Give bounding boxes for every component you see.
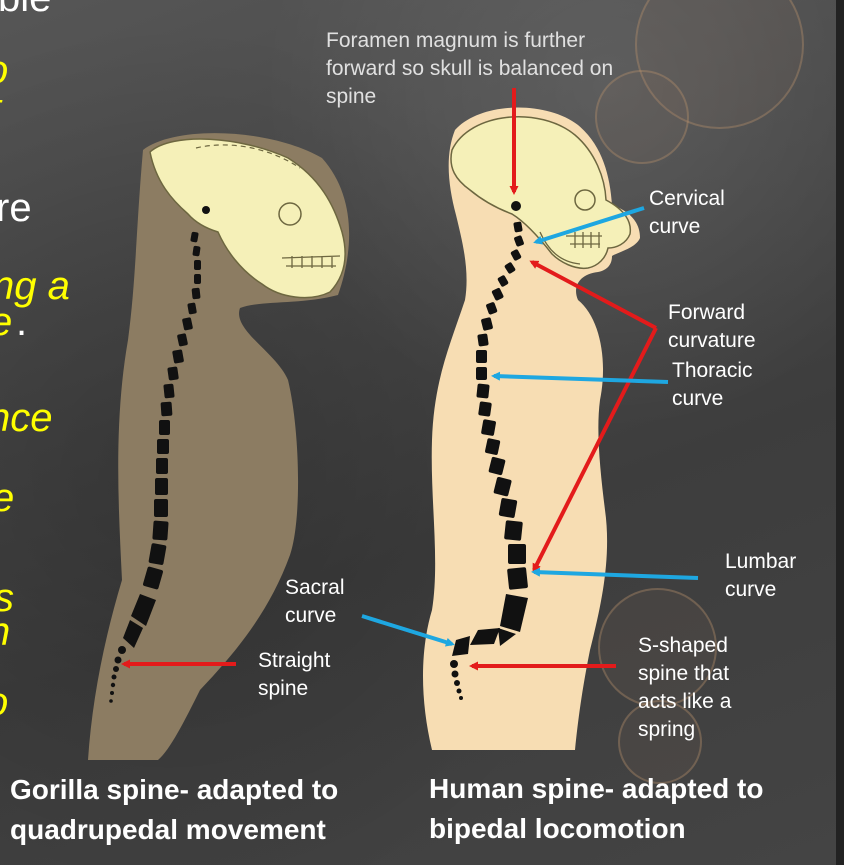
forward-curvature-arrow-upper xyxy=(529,260,657,330)
sacral-curve-arrow xyxy=(361,614,455,647)
slide-text-fragment: . xyxy=(16,300,28,344)
bokeh-circle xyxy=(595,70,689,164)
slide-text-fragment: t xyxy=(0,88,1,128)
human-skull xyxy=(450,116,632,270)
human-eye-socket xyxy=(574,189,596,211)
cervical-curve-arrow xyxy=(533,206,645,245)
s-shaped-spine-label: S-shaped spine that acts like a spring xyxy=(638,634,732,741)
bokeh-circle xyxy=(598,588,717,707)
slide-text-fragment: s xyxy=(0,578,14,618)
foramen-magnum-label: Foramen magnum is further forward so sku… xyxy=(326,29,614,108)
bokeh-circle xyxy=(618,700,702,784)
sacral-curve-label: Sacral curve xyxy=(285,576,345,627)
slide-text-fragment: re xyxy=(0,186,32,230)
human-caption: Human spine- adapted to bipedal locomoti… xyxy=(429,773,764,844)
forward-curvature-label: Forward curvature xyxy=(668,301,756,352)
straight-spine-label: Straight spine xyxy=(258,649,331,700)
thoracic-curve-arrow xyxy=(491,371,669,384)
slide-text-fragment: nce xyxy=(0,396,53,440)
slide-text-fragment: n xyxy=(0,612,10,652)
lumbar-curve-arrow xyxy=(531,567,699,580)
cervical-curve-label: Cervical curve xyxy=(649,187,725,238)
slide-text-fragment: ble xyxy=(0,0,51,18)
gorilla-caption: Gorilla spine- adapted to quadrupedal mo… xyxy=(10,774,339,845)
human-spine xyxy=(450,221,528,700)
slide-text-fragment: ng a xyxy=(0,264,70,308)
slide-text-fragment: o xyxy=(0,50,8,90)
slide-text-fragment: e xyxy=(0,478,14,518)
slide-text-fragment: e xyxy=(0,302,12,342)
gorilla-eye-socket xyxy=(278,202,302,226)
human-teeth xyxy=(566,232,602,248)
gorilla-spine xyxy=(109,231,201,703)
slide-text-fragment: o xyxy=(0,682,8,722)
thoracic-curve-label: Thoracic curve xyxy=(672,359,753,410)
human-foramen-magnum xyxy=(511,201,521,211)
window-edge xyxy=(836,0,844,865)
gorilla-foramen-magnum xyxy=(202,206,210,214)
forward-curvature-arrow-lower xyxy=(532,327,658,573)
gorilla-teeth xyxy=(281,255,341,268)
lumbar-curve-label: Lumbar curve xyxy=(725,550,797,601)
gorilla-brow-ridge xyxy=(195,144,301,169)
